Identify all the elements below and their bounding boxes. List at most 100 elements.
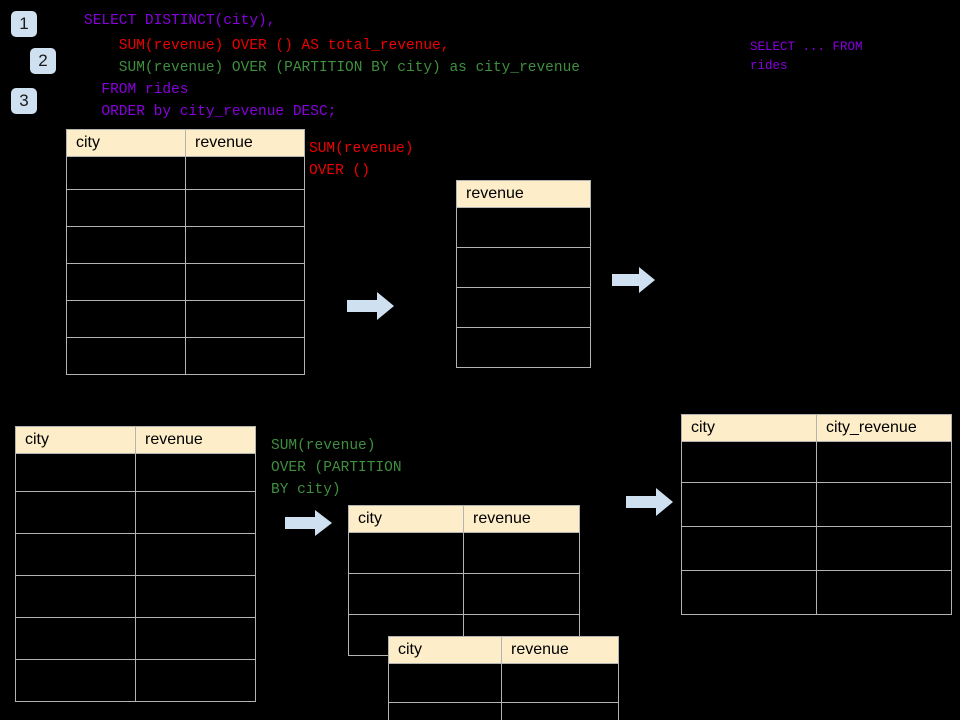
partition-group-table-front: city revenue: [388, 636, 619, 720]
table-row: [681, 526, 952, 571]
arrow-partition-to-result: [626, 488, 673, 516]
table-row: [66, 300, 305, 338]
cell-city: [15, 575, 136, 618]
column-header-city: city: [66, 129, 186, 157]
column-header-city-revenue: city_revenue: [816, 414, 952, 442]
cell-city-revenue: [816, 482, 952, 527]
cell-revenue: [501, 663, 619, 703]
cell-revenue: [135, 575, 256, 618]
side-note-rides: rides: [750, 59, 788, 73]
table-header-row: city revenue: [15, 426, 256, 454]
table-row: [456, 207, 591, 248]
cell-city: [681, 526, 817, 571]
table-row: [348, 573, 580, 615]
table-row: [348, 532, 580, 574]
cell-city: [66, 300, 186, 338]
arrow-source-to-partition: [285, 510, 332, 536]
column-header-city: city: [15, 426, 136, 454]
cell-city: [681, 441, 817, 483]
table-row: [15, 617, 256, 660]
column-header-revenue: revenue: [501, 636, 619, 664]
table-row: [15, 659, 256, 702]
rides-source-table: city revenue: [66, 129, 305, 375]
cell-city-revenue: [816, 570, 952, 615]
column-header-revenue: revenue: [135, 426, 256, 454]
arrow-source-to-total: [347, 292, 394, 320]
cell-revenue: [456, 247, 591, 288]
table-row: [388, 663, 619, 703]
cell-revenue: [185, 189, 305, 227]
table-row: [681, 570, 952, 615]
cell-revenue: [456, 327, 591, 368]
cell-revenue: [135, 453, 256, 492]
cell-revenue: [185, 263, 305, 301]
cell-city: [15, 617, 136, 660]
annotation-partition-window: SUM(revenue) OVER (PARTITION BY city): [271, 438, 402, 498]
table-row: [456, 327, 591, 368]
cell-revenue: [463, 573, 580, 615]
cell-city-revenue: [816, 526, 952, 571]
cell-city: [15, 453, 136, 492]
cell-city: [15, 491, 136, 534]
side-note-select-from: SELECT ... FROM: [750, 40, 863, 54]
column-header-city: city: [681, 414, 817, 442]
table-row: [15, 491, 256, 534]
cell-city: [388, 702, 502, 720]
table-row: [66, 226, 305, 264]
partition-group-table-back: city revenue: [348, 505, 580, 656]
table-header-row: revenue: [456, 180, 591, 208]
cell-city: [66, 226, 186, 264]
sql-line-select: SELECT DISTINCT(city),: [84, 13, 276, 29]
table-row: [388, 702, 619, 720]
column-header-revenue: revenue: [185, 129, 305, 157]
sql-line-order: ORDER by city_revenue DESC;: [84, 104, 337, 120]
cell-city: [348, 573, 464, 615]
step-badge-2[interactable]: 2: [30, 48, 56, 74]
table-row: [456, 247, 591, 288]
cell-revenue: [135, 491, 256, 534]
cell-city: [15, 659, 136, 702]
table-row: [66, 337, 305, 375]
total-revenue-table: revenue: [456, 180, 591, 368]
cell-revenue: [185, 226, 305, 264]
table-row: [15, 453, 256, 492]
cell-city: [681, 570, 817, 615]
step-badge-3[interactable]: 3: [11, 88, 37, 114]
table-row: [456, 287, 591, 328]
column-header-city: city: [348, 505, 464, 533]
city-revenue-result-table: city city_revenue: [681, 414, 952, 615]
table-row: [66, 189, 305, 227]
column-header-revenue: revenue: [456, 180, 591, 208]
arrow-total-to-result: [612, 267, 655, 293]
table-header-row: city revenue: [348, 505, 580, 533]
cell-city: [681, 482, 817, 527]
table-row: [681, 482, 952, 527]
cell-city: [66, 263, 186, 301]
step-badge-1[interactable]: 1: [11, 11, 37, 37]
cell-revenue: [185, 337, 305, 375]
cell-revenue: [456, 287, 591, 328]
rides-source-table-partitioned: city revenue: [15, 426, 256, 702]
table-header-row: city revenue: [66, 129, 305, 157]
cell-revenue: [456, 207, 591, 248]
table-row: [66, 263, 305, 301]
sql-line-partition: SUM(revenue) OVER (PARTITION BY city) as…: [84, 60, 580, 76]
cell-city: [66, 156, 186, 190]
cell-revenue: [463, 532, 580, 574]
column-header-revenue: revenue: [463, 505, 580, 533]
cell-revenue: [135, 659, 256, 702]
column-header-city: city: [388, 636, 502, 664]
cell-city-revenue: [816, 441, 952, 483]
cell-revenue: [501, 702, 619, 720]
cell-city: [66, 189, 186, 227]
sql-line-total: SUM(revenue) OVER () AS total_revenue,: [84, 38, 450, 54]
cell-city: [66, 337, 186, 375]
annotation-total-window: SUM(revenue) OVER (): [309, 141, 414, 179]
cell-revenue: [185, 156, 305, 190]
cell-city: [15, 533, 136, 576]
table-header-row: city city_revenue: [681, 414, 952, 442]
cell-revenue: [135, 617, 256, 660]
cell-revenue: [185, 300, 305, 338]
cell-city: [348, 532, 464, 574]
